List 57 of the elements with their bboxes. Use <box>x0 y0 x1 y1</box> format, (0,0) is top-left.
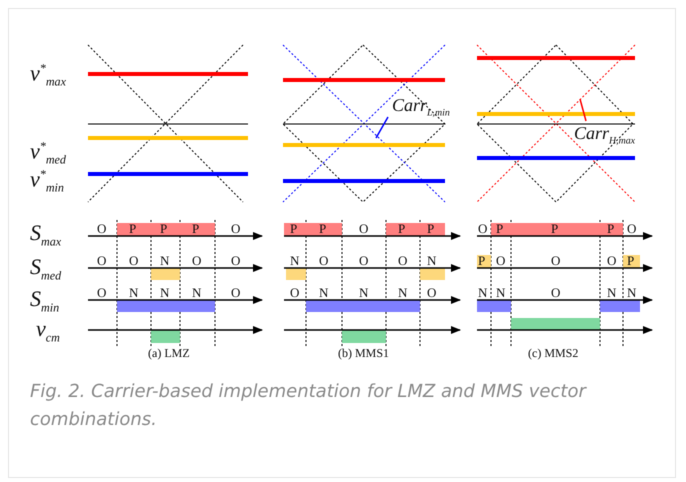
state-letter: N <box>160 254 170 267</box>
state-letter: P <box>129 222 136 235</box>
carrier-label: Carr$_{L,min}$ <box>392 96 450 118</box>
state-letter: P <box>398 222 406 235</box>
state-letter: O <box>231 222 240 235</box>
state-letter: N <box>129 286 138 299</box>
state-letter: N <box>478 286 488 299</box>
state-letter: N <box>496 286 506 299</box>
state-letter: N <box>627 286 636 299</box>
state-letter: P <box>627 254 634 267</box>
state-letter: O <box>192 254 202 267</box>
signal-label: S$_{med}$ <box>30 256 62 282</box>
panel-caption: (a) LMZ <box>148 347 190 359</box>
state-letter: P <box>290 222 298 235</box>
state-letter: N <box>319 286 328 299</box>
panel-caption: (b) MMS1 <box>338 347 390 359</box>
state-letter: N <box>290 254 300 267</box>
state-letter: O <box>290 286 300 299</box>
state-letter: N <box>192 286 202 299</box>
state-letter: O <box>97 254 106 267</box>
state-letter: P <box>319 222 326 235</box>
state-letter: P <box>551 222 558 235</box>
state-letter: O <box>478 222 488 235</box>
leader-line <box>375 116 389 138</box>
figure-caption: Fig. 2. Carrier-based implementation for LMZ and MMS vector combinations. <box>30 380 588 432</box>
state-letter: P <box>427 222 434 235</box>
state-letter: P <box>496 222 504 235</box>
state-letter: O <box>398 254 408 267</box>
signal-label: S$_{min}$ <box>30 288 60 314</box>
state-letter: N <box>160 286 170 299</box>
state-letter: O <box>97 286 106 299</box>
state-letter: O <box>231 286 240 299</box>
state-letter: N <box>427 254 436 267</box>
state-letter: O <box>551 254 560 267</box>
panel-caption: (c) MMS2 <box>528 347 578 359</box>
state-letter: O <box>359 222 368 235</box>
state-letter: O <box>231 254 240 267</box>
state-letter: O <box>627 222 636 235</box>
state-letter: N <box>607 286 616 299</box>
state-letter: P <box>607 222 614 235</box>
state-letter: P <box>192 222 200 235</box>
state-letter: P <box>478 254 486 267</box>
state-letter: O <box>97 222 106 235</box>
state-letter: O <box>359 254 368 267</box>
state-letter: O <box>551 286 560 299</box>
state-letter: O <box>319 254 328 267</box>
state-letter: O <box>129 254 138 267</box>
carrier-label: Carr$_{H,max}$ <box>574 124 636 146</box>
state-letter: N <box>398 286 408 299</box>
state-letter: P <box>160 222 168 235</box>
signal-label: S$_{max}$ <box>30 222 62 248</box>
state-letter: N <box>359 286 368 299</box>
state-letter: O <box>607 254 616 267</box>
signal-label: v$_{cm}$ <box>36 318 60 344</box>
state-letter: O <box>496 254 506 267</box>
leader-line <box>579 98 587 122</box>
state-letter: O <box>427 286 436 299</box>
